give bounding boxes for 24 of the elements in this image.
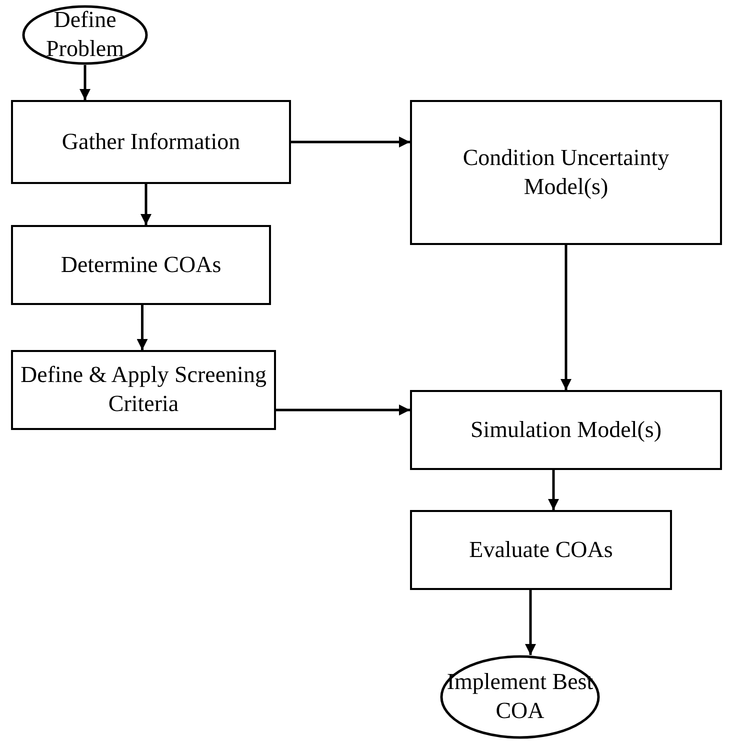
process-box [11,225,271,305]
arrow [276,404,410,416]
node-label: Define & Apply Screening Criteria [20,361,268,418]
arrow [140,184,152,225]
node-label: Simulation Model(s) [469,416,663,444]
process-box [410,100,722,245]
node-label: Gather Information [60,128,242,156]
node-label: Define Problem [45,6,125,63]
arrow [525,590,536,655]
arrow [136,305,148,350]
process-box [410,390,722,470]
process-box [410,510,672,590]
arrow [560,245,572,390]
terminal-ellipse [22,5,148,65]
node-label: Evaluate COAs [468,536,614,564]
arrow [548,470,559,510]
process-box [11,100,291,184]
arrow [291,136,410,148]
process-box [11,350,276,430]
node-label: Determine COAs [60,250,222,279]
node-label: Implement Best COA [446,668,594,725]
arrow [80,65,90,100]
terminal-ellipse [440,655,600,739]
node-label: Condition Uncertainty Model(s) [462,144,670,201]
